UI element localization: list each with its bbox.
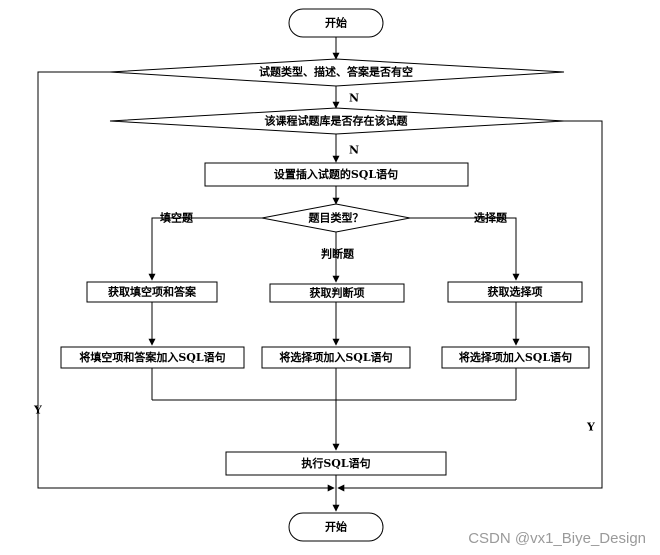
node-add-fill: 将填空项和答案加入SQL语句	[60, 346, 245, 369]
question-type-decision-shape	[261, 203, 411, 233]
label-empty-no: N	[349, 92, 359, 105]
label-branch-fill: 填空题	[160, 211, 194, 225]
node-end: 开始	[288, 512, 384, 542]
add-fill-process-shape	[60, 346, 245, 369]
node-question-type: 题目类型？	[261, 203, 411, 233]
check-empty-label: 试题类型、描述、答案是否有空	[259, 65, 413, 79]
label-exists-yes: Y	[586, 421, 595, 434]
label-branch-choice: 选择题	[474, 211, 508, 225]
check-empty-decision-shape	[109, 58, 565, 87]
get-fill-label: 获取填空项和答案	[108, 285, 197, 299]
node-start: 开始	[288, 8, 384, 38]
add-fill-label: 将填空项和答案加入SQL语句	[79, 350, 225, 364]
add-judge-label: 将选择项加入SQL语句	[279, 350, 392, 364]
label-empty-yes: Y	[33, 404, 42, 417]
add-choice-process-shape	[441, 346, 590, 369]
get-judge-label: 获取判断项	[310, 286, 365, 300]
node-check-exists: 该课程试题库是否存在该试题	[109, 107, 565, 135]
end-terminal-shape	[288, 512, 384, 542]
exec-sql-process-shape	[225, 451, 447, 476]
node-get-choice: 获取选择项	[447, 281, 583, 303]
label-branch-judge: 判断题	[321, 247, 355, 261]
node-check-empty: 试题类型、描述、答案是否有空	[109, 58, 565, 87]
add-choice-label: 将选择项加入SQL语句	[459, 350, 572, 364]
question-type-label: 题目类型？	[309, 211, 364, 225]
edge-check-exists-yes-loop	[337, 120, 603, 492]
get-choice-process-shape	[447, 281, 583, 303]
node-get-fill: 获取填空项和答案	[86, 281, 218, 303]
set-sql-process-shape	[204, 162, 469, 187]
get-fill-process-shape	[86, 281, 218, 303]
edge-question-type-to-fill	[148, 217, 262, 281]
start-label: 开始	[325, 16, 347, 30]
csdn-watermark: CSDN @vx1_Biye_Design	[468, 530, 646, 547]
check-exists-decision-shape	[109, 107, 565, 135]
node-set-sql: 设置插入试题的SQL语句	[204, 162, 469, 187]
node-add-judge: 将选择项加入SQL语句	[261, 346, 411, 369]
connectors	[37, 37, 603, 512]
node-get-judge: 获取判断项	[269, 283, 405, 303]
node-exec-sql: 执行SQL语句	[225, 451, 447, 476]
edge-check-empty-yes-loop	[37, 71, 335, 492]
exec-sql-label: 执行SQL语句	[301, 456, 370, 470]
get-choice-label: 获取选择项	[488, 285, 543, 299]
start-terminal-shape	[288, 8, 384, 38]
set-sql-label: 设置插入试题的SQL语句	[274, 167, 398, 181]
end-label: 开始	[325, 520, 347, 534]
node-add-choice: 将选择项加入SQL语句	[441, 346, 590, 369]
label-exists-no: N	[349, 144, 359, 157]
add-judge-process-shape	[261, 346, 411, 369]
check-exists-label: 该课程试题库是否存在该试题	[265, 114, 409, 128]
edge-question-type-to-choice	[410, 217, 520, 281]
get-judge-process-shape	[269, 283, 405, 303]
